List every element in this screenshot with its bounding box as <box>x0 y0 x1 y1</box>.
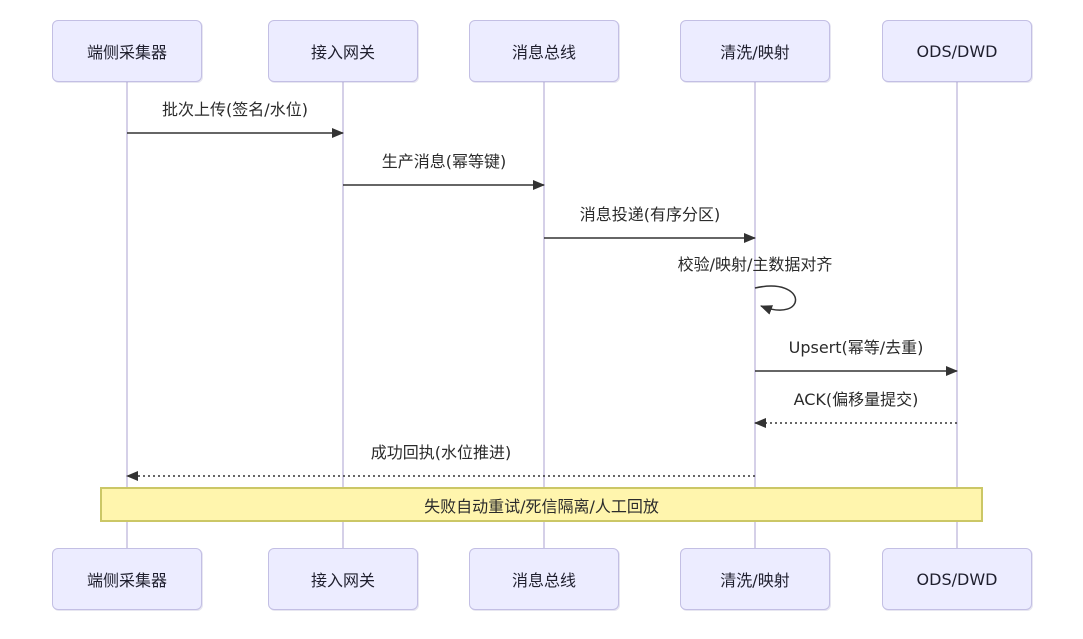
actor-box-access-gateway-top: 接入网关 <box>268 20 418 82</box>
message-label: 消息投递(有序分区) <box>579 205 721 224</box>
self-loop-arrow <box>754 285 797 315</box>
actor-box-ods-dwd-top: ODS/DWD <box>882 20 1032 82</box>
actor-box-clean-mapping-top: 清洗/映射 <box>680 20 830 82</box>
message-label: ACK(偏移量提交) <box>793 390 919 409</box>
message-label: 生产消息(幂等键) <box>381 152 507 171</box>
actor-box-edge-collector-bottom: 端侧采集器 <box>52 548 202 610</box>
message-label: 校验/映射/主数据对齐 <box>677 255 833 274</box>
message-label: Upsert(幂等/去重) <box>788 338 924 357</box>
actor-box-message-bus-bottom: 消息总线 <box>469 548 619 610</box>
message-label: 批次上传(签名/水位) <box>162 100 308 119</box>
actor-box-ods-dwd-bottom: ODS/DWD <box>882 548 1032 610</box>
actor-box-access-gateway-bottom: 接入网关 <box>268 548 418 610</box>
actor-box-clean-mapping-bottom: 清洗/映射 <box>680 548 830 610</box>
note-box: 失败自动重试/死信隔离/人工回放 <box>100 487 983 522</box>
actor-box-edge-collector-top: 端侧采集器 <box>52 20 202 82</box>
actor-box-message-bus-top: 消息总线 <box>469 20 619 82</box>
message-label: 成功回执(水位推进) <box>370 443 512 462</box>
